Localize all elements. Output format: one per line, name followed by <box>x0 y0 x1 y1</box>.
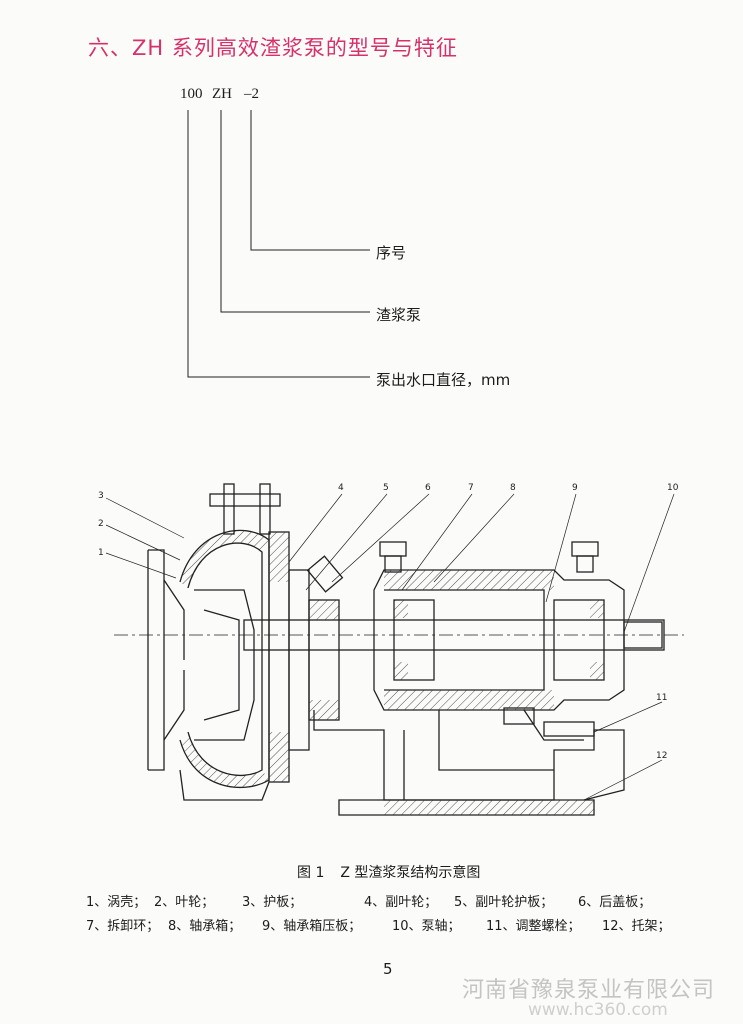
legend-serial: 序号 <box>376 244 407 262</box>
callout-8: 8 <box>510 483 516 493</box>
legend-slurry-pump: 渣浆泵 <box>376 306 422 324</box>
legend-outlet-diameter: 泵出水口直径，mm <box>376 371 511 389</box>
section-hatching <box>180 530 604 815</box>
callout-6: 6 <box>425 483 431 493</box>
pump-structure-drawing: 3 2 1 4 5 6 7 8 9 10 11 12 <box>98 483 684 816</box>
model-code-connectors <box>187 110 370 378</box>
connector-slurry-pump <box>220 110 370 313</box>
part-item: 10、泵轴； <box>392 918 461 934</box>
part-item: 3、护板； <box>242 894 303 910</box>
watermark-company: 河南省豫泉泵业有限公司 <box>462 978 716 1003</box>
part-item: 8、轴承箱； <box>168 918 242 934</box>
figure-caption-number: 图 1 <box>297 865 325 881</box>
part-item: 2、叶轮； <box>154 894 215 910</box>
part-item: 7、拆卸环； <box>86 918 160 934</box>
part-item: 6、后盖板； <box>578 894 652 910</box>
callout-10: 10 <box>667 483 679 493</box>
parts-row: 1、涡壳； 2、叶轮； 3、护板； 4、副叶轮； 5、副叶轮护板； 6、后盖板； <box>86 888 706 912</box>
figure-caption-title: Z 型渣浆泵结构示意图 <box>340 865 481 881</box>
callout-leaders <box>105 493 675 801</box>
callout-3: 1 <box>98 548 104 558</box>
callout-11: 11 <box>656 693 667 703</box>
watermark-url: www.hc360.com <box>528 1000 668 1020</box>
connector-outlet-diameter <box>187 110 370 378</box>
part-item: 12、托架； <box>602 918 671 934</box>
section-heading: 六、ZH 系列高效渣浆泵的型号与特征 <box>88 36 458 60</box>
parts-row: 7、拆卸环； 8、轴承箱； 9、轴承箱压板； 10、泵轴； 11、调整螺栓； 1… <box>86 912 706 936</box>
callout-7: 7 <box>468 483 474 493</box>
model-code-series: ZH <box>212 86 232 102</box>
callout-9: 9 <box>572 483 578 493</box>
part-item: 9、轴承箱压板； <box>262 918 362 934</box>
part-item: 11、调整螺栓； <box>486 918 581 934</box>
callout-2: 2 <box>98 519 104 529</box>
callout-labels: 3 2 1 4 5 6 7 8 9 10 11 12 <box>98 483 679 761</box>
parts-list: 1、涡壳； 2、叶轮； 3、护板； 4、副叶轮； 5、副叶轮护板； 6、后盖板；… <box>86 888 706 936</box>
connector-serial <box>250 110 370 251</box>
callout-4: 4 <box>338 483 344 493</box>
part-item: 4、副叶轮； <box>364 894 438 910</box>
figure-caption: 图 1 Z 型渣浆泵结构示意图 <box>297 862 496 882</box>
page-number: 5 <box>383 960 393 978</box>
callout-12: 12 <box>656 751 667 761</box>
model-code-size: 100 <box>180 86 203 102</box>
model-code-suffix: –2 <box>244 86 259 102</box>
callout-5: 5 <box>383 483 389 493</box>
callout-1: 3 <box>98 491 104 501</box>
part-item: 5、副叶轮护板； <box>454 894 554 910</box>
part-item: 1、涡壳； <box>86 894 147 910</box>
